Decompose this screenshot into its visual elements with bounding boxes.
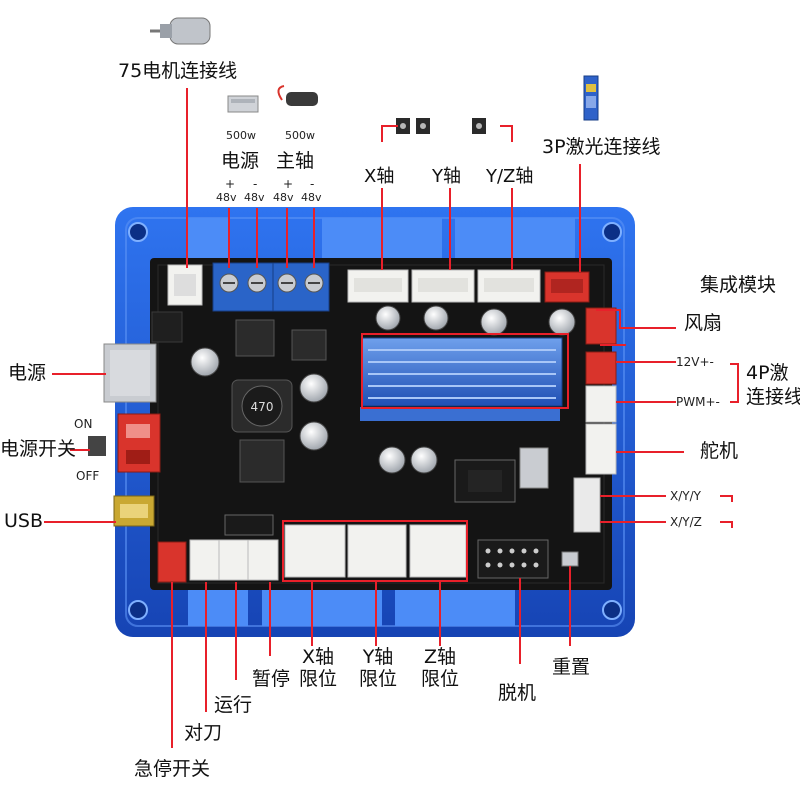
label-laser4p-2: 连接线: [746, 386, 800, 408]
label-yz-axis: Y/Z轴: [486, 166, 534, 187]
estop-connector: [157, 541, 187, 583]
motor75-connector: [167, 264, 203, 306]
capacitors: [190, 305, 576, 474]
label-module: 集成模块: [700, 274, 777, 296]
leader-lines: [44, 88, 739, 748]
label-power-left: 电源: [8, 362, 47, 384]
laser4p-connector: [585, 351, 617, 385]
motor-75-icon: [150, 17, 211, 45]
label-pause: 暂停: [252, 668, 291, 690]
label-power-switch: 电源开关: [0, 438, 77, 460]
label-run: 运行: [214, 694, 253, 716]
label-estop: 急停开关: [134, 758, 211, 780]
mounting-hole-icon: [602, 222, 622, 242]
stepper-driver-heatsink: [360, 337, 563, 421]
label-x-limit-2: 限位: [298, 668, 337, 690]
mounting-hole-icon: [128, 600, 148, 620]
label-x-axis: X轴: [364, 166, 395, 187]
label-x-limit-1: X轴: [301, 646, 335, 668]
label-z-limit-1: Z轴: [423, 646, 457, 668]
label-servo: 舵机: [700, 440, 739, 462]
spindle-terminal-block: [272, 262, 330, 312]
label-usb: USB: [4, 510, 44, 532]
label-12v: 12V+-: [676, 355, 714, 369]
power-terminal-block: [212, 262, 274, 312]
mounting-hole-icon: [128, 222, 148, 242]
label-spindle: 主轴: [276, 150, 315, 172]
label-psu-minus: -: [253, 177, 258, 191]
label-laser4p-1: 4P激: [746, 362, 789, 384]
fan-connector: [585, 307, 617, 345]
label-psu-v1: 48v: [216, 191, 237, 204]
power-switch: [88, 413, 161, 473]
driver-highlight-box: [361, 333, 569, 409]
label-spindle-v2: 48v: [301, 191, 322, 204]
label-spindle-watt: 500w: [285, 129, 315, 142]
bottom-white-connectors: [189, 524, 467, 581]
stepper-motor-icon: [396, 118, 486, 134]
label-xyy: X/Y/Y: [670, 489, 701, 503]
servo-connectors: [585, 385, 617, 475]
reset-button: [561, 551, 579, 567]
inductor-label: 470: [251, 400, 274, 414]
label-spindle-plus: +: [283, 177, 294, 191]
label-offline: 脱机: [498, 682, 537, 704]
regulators: [151, 311, 327, 483]
label-fan: 风扇: [684, 312, 723, 334]
label-tool: 对刀: [184, 722, 223, 744]
label-pwm: PWM+-: [676, 395, 720, 409]
label-z-limit-2: 限位: [420, 668, 459, 690]
label-on: ON: [74, 417, 93, 431]
label-reset: 重置: [552, 656, 591, 678]
usb-port: [113, 495, 155, 527]
limit-highlight-box: [282, 520, 468, 582]
chips: [224, 447, 549, 536]
label-off: OFF: [76, 469, 100, 483]
inductor: 470: [231, 379, 293, 433]
mounting-hole-icon: [602, 600, 622, 620]
label-psu-v2: 48v: [244, 191, 265, 204]
label-xyz: X/Y/Z: [670, 515, 702, 529]
psu-icon: [227, 95, 259, 113]
offline-header: [477, 539, 549, 579]
label-psu-plus: +: [225, 177, 236, 191]
dc-power-jack: [103, 343, 157, 403]
label-spindle-minus: -: [310, 177, 315, 191]
label-laser3p: 3P激光连接线: [542, 136, 661, 158]
axis-connectors: [347, 269, 541, 303]
label-psu: 电源: [221, 150, 260, 172]
laser-module-icon: [583, 75, 599, 121]
label-y-limit-2: 限位: [358, 668, 397, 690]
spindle-icon: [277, 85, 318, 106]
label-spindle-v1: 48v: [273, 191, 294, 204]
laser3p-connector: [544, 271, 590, 303]
xyz-switch: [573, 477, 601, 533]
label-psu-watt: 500w: [226, 129, 256, 142]
label-y-axis: Y轴: [432, 166, 461, 187]
label-motor75: 75电机连接线: [118, 60, 238, 82]
label-y-limit-1: Y轴: [362, 646, 394, 668]
